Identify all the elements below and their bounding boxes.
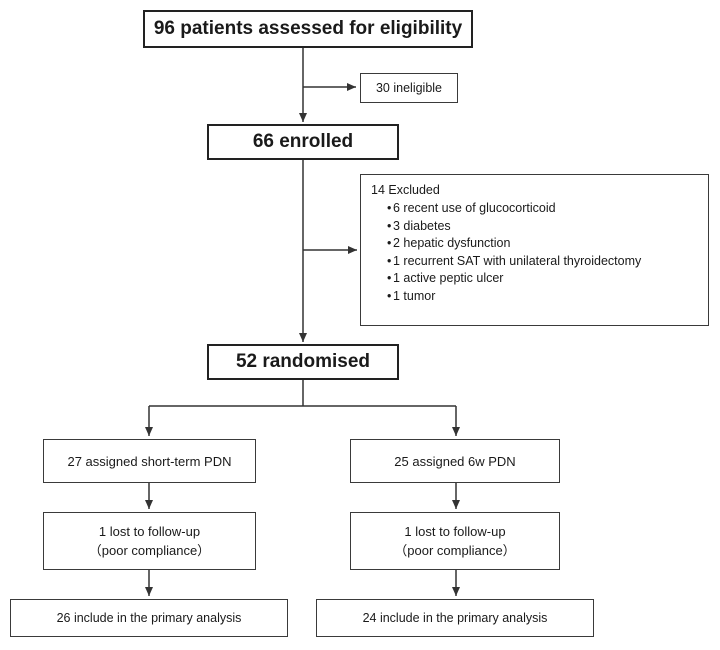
right-arm-lost-box: 1 lost to follow-up （poor compliance） [350,512,560,570]
excluded-reason-text: 1 tumor [393,288,436,303]
enrolled-label: 66 enrolled [252,131,354,152]
excluded-reason-item: •3 diabetes [387,218,451,233]
excluded-reasons-list: •6 recent use of glucocorticoid •3 diabe… [371,200,641,306]
right-arm-lost-label: 1 lost to follow-up [404,524,506,539]
excluded-reason-item: •1 recurrent SAT with unilateral thyroid… [387,253,642,268]
left-arm-analysis-box: 26 include in the primary analysis [10,599,288,637]
excluded-reason-text: 6 recent use of glucocorticoid [393,201,556,215]
right-arm-analysis-box: 24 include in the primary analysis [316,599,594,637]
ineligible-label: 30 ineligible [375,81,443,95]
excluded-reason-text: 1 recurrent SAT with unilateral thyroide… [393,253,642,268]
excluded-reason-text: 1 active peptic ulcer [393,271,504,286]
enrolled-box: 66 enrolled [207,124,399,160]
randomised-label: 52 randomised [235,351,371,372]
left-arm-analysis-label: 26 include in the primary analysis [56,611,242,625]
excluded-reason-item: •1 tumor [387,288,436,303]
excluded-box: 14 Excluded •6 recent use of glucocortic… [360,174,709,326]
assessed-label: 96 patients assessed for eligibility [153,18,463,39]
right-arm-analysis-label: 24 include in the primary analysis [362,611,548,625]
randomised-box: 52 randomised [207,344,399,380]
left-arm-lost-box: 1 lost to follow-up （poor compliance） [43,512,256,570]
excluded-reason-item: •2 hepatic dysfunction [387,236,511,251]
excluded-reason-text: 3 diabetes [393,218,451,233]
right-arm-assigned-box: 25 assigned 6w PDN [350,439,560,483]
left-arm-assigned-label: 27 assigned short-term PDN [67,453,232,469]
left-arm-assigned-box: 27 assigned short-term PDN [43,439,256,483]
ineligible-box: 30 ineligible [360,73,458,103]
right-arm-assigned-label: 25 assigned 6w PDN [394,453,516,469]
left-arm-lost-label: 1 lost to follow-up [98,524,201,539]
excluded-heading: 14 Excluded [371,183,440,197]
excluded-reason-item: •6 recent use of glucocorticoid [387,201,556,215]
right-arm-lost-reason: （poor compliance） [394,543,516,558]
excluded-reason-item: •1 active peptic ulcer [387,271,504,286]
left-arm-lost-reason: （poor compliance） [88,543,211,558]
excluded-reason-text: 2 hepatic dysfunction [393,236,511,251]
assessed-box: 96 patients assessed for eligibility [143,10,473,48]
